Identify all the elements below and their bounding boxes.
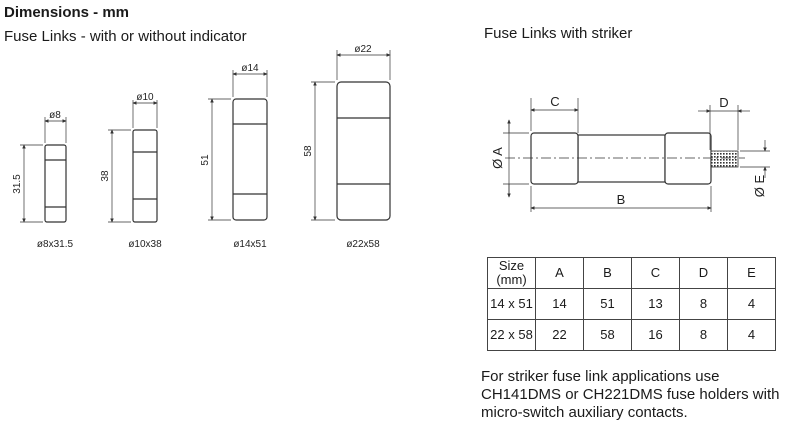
cell: 8: [679, 319, 728, 351]
table-row: 14 x 51 14 51 13 8 4: [487, 288, 776, 320]
striker-heading: Fuse Links with striker: [484, 25, 633, 42]
fuse-3-length: 51: [200, 154, 211, 166]
dim-a-label: Ø A: [490, 147, 505, 169]
fuse-2-caption: ø10x38: [128, 239, 162, 250]
fuse-4-length: 58: [303, 145, 314, 157]
dim-d-label: D: [719, 95, 728, 110]
fuse-1-diameter: ø8: [49, 110, 61, 121]
cell: 4: [727, 319, 776, 351]
cell: 51: [583, 288, 632, 320]
fuse-1-caption: ø8x31.5: [37, 239, 74, 250]
table-row: 22 x 58 22 58 16 8 4: [487, 319, 776, 351]
cell: 13: [631, 288, 680, 320]
fuse-22x58: [311, 50, 391, 221]
fuse-10x38: [108, 100, 158, 223]
header-d: D: [679, 257, 728, 289]
fuse-2-diameter: ø10: [136, 92, 154, 103]
fuse-3-diameter: ø14: [241, 63, 259, 74]
table-header-row: Size (mm) A B C D E: [487, 257, 776, 289]
fuse-2-length: 38: [100, 170, 111, 182]
cell: 16: [631, 319, 680, 351]
dim-b-label: B: [617, 192, 626, 207]
header-size: Size (mm): [487, 257, 536, 289]
cell: 8: [679, 288, 728, 320]
header-b: B: [583, 257, 632, 289]
fuse-links-heading: Fuse Links - with or without indicator: [4, 28, 247, 45]
cell: 14: [535, 288, 584, 320]
cell: 58: [583, 319, 632, 351]
fuse-4-caption: ø22x58: [346, 239, 380, 250]
dim-e-label: Ø E: [752, 174, 767, 197]
dimension-table: Size (mm) A B C D E 14 x 51 14 51 13 8 4…: [487, 257, 776, 351]
cell: 14 x 51: [487, 288, 536, 320]
fuse-14x51: [208, 70, 268, 221]
header-a: A: [535, 257, 584, 289]
page-title: Dimensions - mm: [4, 4, 130, 21]
header-c: C: [631, 257, 680, 289]
dim-c-label: C: [550, 94, 559, 109]
fuse-1-length: 31.5: [12, 174, 23, 194]
fuse-3-caption: ø14x51: [233, 239, 267, 250]
cell: 22: [535, 319, 584, 351]
fuse-8x31-5: [20, 117, 67, 223]
striker-fuse-drawing: [503, 98, 770, 212]
cell: 22 x 58: [487, 319, 536, 351]
striker-note: For striker fuse link applications use C…: [481, 368, 780, 421]
cell: 4: [727, 288, 776, 320]
header-e: E: [727, 257, 776, 289]
fuse-4-diameter: ø22: [354, 44, 372, 55]
